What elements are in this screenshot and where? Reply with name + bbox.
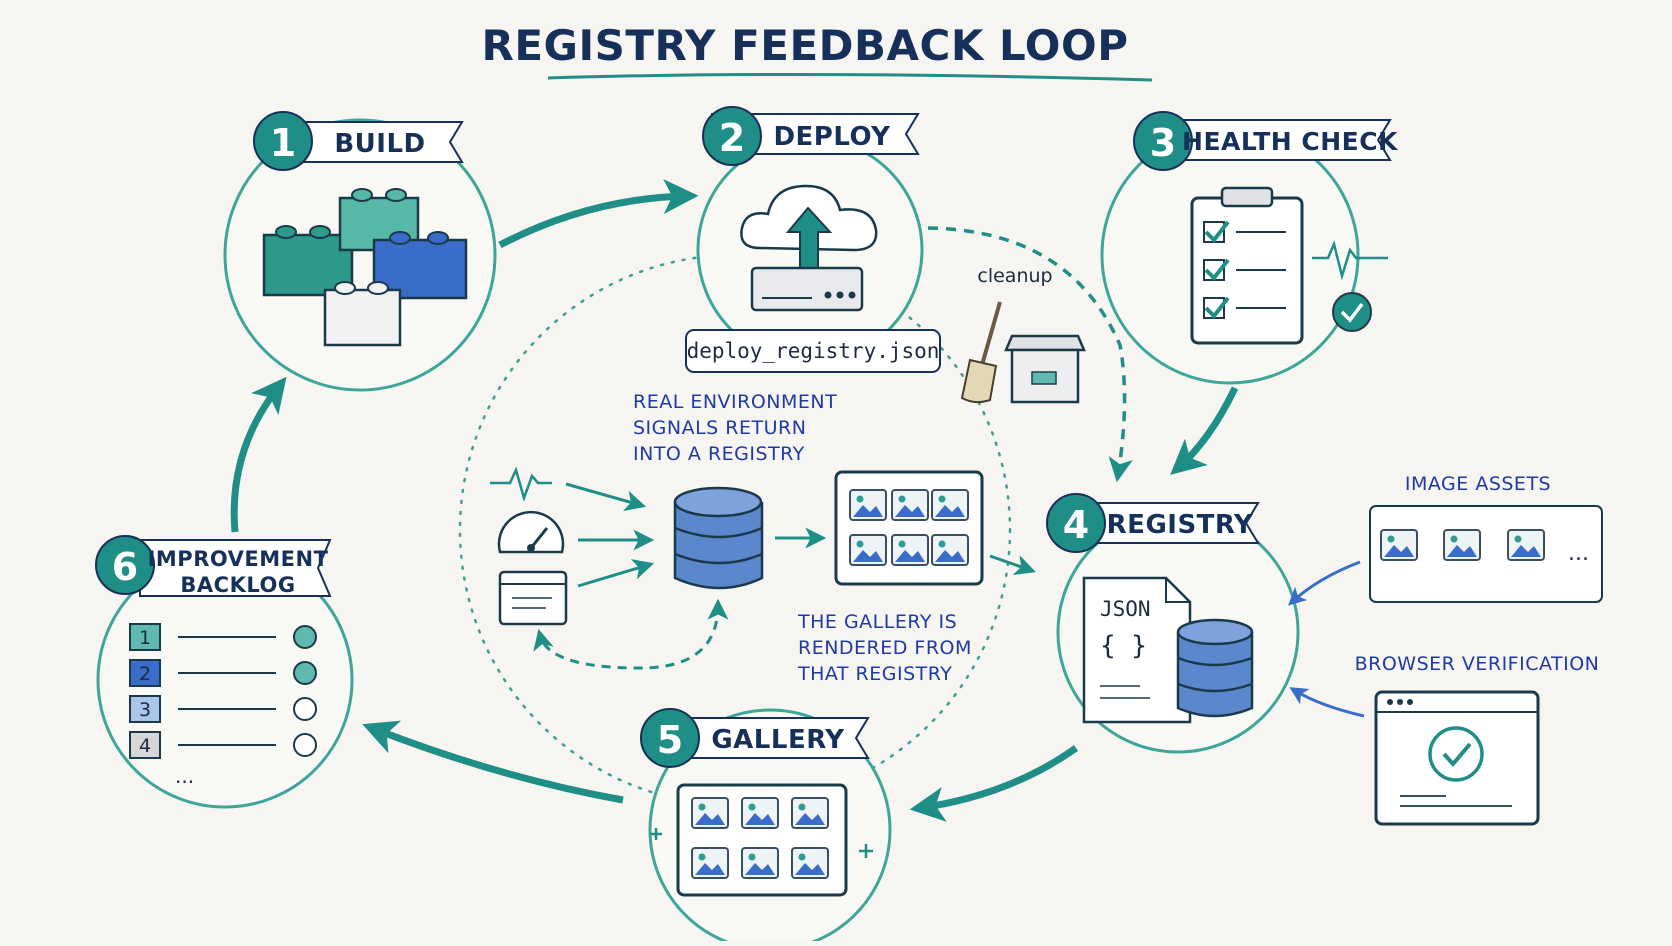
arrow-heartbeat-to-db bbox=[565, 482, 647, 512]
backlog-list-icon: 1 2 3 4 bbox=[129, 623, 317, 759]
arrow-center-to-registry bbox=[989, 554, 1036, 576]
stage-number-4: 4 bbox=[1063, 503, 1089, 547]
heartbeat-icon bbox=[1312, 240, 1388, 281]
center-signals-note: REAL ENVIRONMENT SIGNALS RETURN INTO A R… bbox=[633, 391, 837, 465]
arrow-browser-to-db bbox=[577, 559, 655, 588]
gallery-note-line-3: THAT REGISTRY bbox=[797, 663, 952, 685]
arrow-browser-to-registry bbox=[1289, 687, 1365, 718]
stage-gallery: 5 GALLERY bbox=[640, 708, 892, 946]
stage-number-1: 1 bbox=[270, 121, 296, 165]
cloud-upload-server-icon bbox=[740, 184, 878, 312]
signals-note-line-3: INTO A REGISTRY bbox=[633, 443, 805, 465]
stage-improvement-backlog: 6 IMPROVEMENT BACKLOG 1 2 3 4 ... bbox=[95, 535, 354, 809]
status-pending-icon bbox=[293, 733, 317, 757]
status-pending-icon bbox=[293, 697, 317, 721]
stage-label-registry: REGISTRY bbox=[1107, 510, 1254, 540]
cleanup-label: cleanup bbox=[977, 265, 1052, 287]
stage-number-5: 5 bbox=[657, 718, 683, 762]
backlog-more: ... bbox=[175, 764, 194, 788]
gauge-icon bbox=[497, 510, 565, 554]
arrow-registry-to-gallery bbox=[909, 745, 1079, 822]
sparkle-icon-right bbox=[859, 844, 873, 858]
stage-label-gallery: GALLERY bbox=[711, 725, 845, 755]
image-assets-more: ... bbox=[1568, 541, 1589, 566]
stage-label-backlog: BACKLOG bbox=[180, 573, 295, 597]
arrow-deploy-cleanup-to-registry bbox=[927, 226, 1133, 483]
json-file-label: JSON bbox=[1100, 597, 1151, 621]
arrow-gallery-to-backlog bbox=[362, 720, 624, 804]
json-database-icon: JSON { } bbox=[1082, 576, 1254, 724]
arrow-health-to-registry bbox=[1170, 386, 1239, 475]
image-assets-panel: ... bbox=[1369, 505, 1603, 603]
signals-note-line-1: REAL ENVIRONMENT bbox=[633, 391, 837, 413]
stage-label-build: BUILD bbox=[334, 129, 425, 159]
backlog-item-3: 3 bbox=[129, 695, 317, 723]
stage-number-6: 6 bbox=[112, 545, 138, 589]
deploy-file-badge bbox=[685, 329, 941, 373]
browser-verification-window-icon bbox=[1374, 690, 1540, 826]
status-done-icon bbox=[293, 661, 317, 685]
backlog-item-box bbox=[129, 659, 161, 687]
building-blocks-icon bbox=[262, 188, 468, 347]
checklist-clipboard-icon bbox=[1190, 186, 1304, 345]
stage-build: 1 BUILD bbox=[223, 111, 497, 392]
backlog-item-number: 3 bbox=[139, 699, 151, 721]
stage-health-check: 3 HEALTH CHECK bbox=[1100, 111, 1399, 385]
backlog-item-number: 1 bbox=[139, 627, 151, 649]
browser-verification-label: BROWSER VERIFICATION bbox=[1355, 653, 1600, 675]
browser-window-small-icon bbox=[498, 570, 568, 626]
image-assets-label: IMAGE ASSETS bbox=[1405, 473, 1551, 495]
stage-label-deploy: DEPLOY bbox=[773, 122, 891, 152]
image-gallery-icon bbox=[676, 783, 848, 897]
cleanup-broom-box-icon bbox=[960, 301, 1086, 404]
backlog-item-1: 1 bbox=[129, 623, 317, 651]
stage-number-2: 2 bbox=[719, 116, 745, 160]
center-gallery-icon bbox=[834, 470, 984, 586]
stage-registry: 4 REGISTRY JSON { } bbox=[1046, 493, 1300, 754]
backlog-item-4: 4 bbox=[129, 731, 317, 759]
arrow-build-to-deploy bbox=[498, 179, 699, 249]
arrow-backlog-to-build bbox=[230, 376, 287, 533]
arrow-assets-to-registry bbox=[1288, 560, 1361, 606]
backlog-item-number: 4 bbox=[139, 735, 151, 757]
gallery-note-line-2: RENDERED FROM bbox=[798, 637, 972, 659]
backlog-item-box bbox=[129, 731, 161, 759]
diagram-title: REGISTRY FEEDBACK LOOP bbox=[481, 21, 1128, 70]
title-underline bbox=[547, 72, 1153, 82]
backlog-item-box bbox=[129, 623, 161, 651]
signals-note-line-2: SIGNALS RETURN bbox=[633, 417, 806, 439]
status-done-icon bbox=[293, 625, 317, 649]
stage-deploy: 2 DEPLOY deploy_registry.json bbox=[685, 106, 941, 373]
deploy-file-name: deploy_registry.json bbox=[687, 339, 940, 363]
backlog-item-box bbox=[129, 695, 161, 723]
backlog-item-2: 2 bbox=[129, 659, 317, 687]
center-gallery-note: THE GALLERY IS RENDERED FROM THAT REGIST… bbox=[797, 611, 972, 685]
check-circle-icon bbox=[1332, 292, 1372, 332]
gallery-note-line-1: THE GALLERY IS bbox=[797, 611, 957, 633]
signal-heartbeat-icon bbox=[490, 466, 552, 503]
stage-number-3: 3 bbox=[1150, 121, 1176, 165]
json-braces: { } bbox=[1100, 631, 1147, 661]
sparkle-icon-left bbox=[650, 828, 662, 840]
center-database-icon bbox=[673, 486, 764, 590]
stage-label-health-check: HEALTH CHECK bbox=[1182, 127, 1399, 156]
stage-label-improvement: IMPROVEMENT bbox=[148, 547, 329, 571]
arrow-db-loop-back bbox=[533, 598, 729, 670]
backlog-item-number: 2 bbox=[139, 663, 151, 685]
